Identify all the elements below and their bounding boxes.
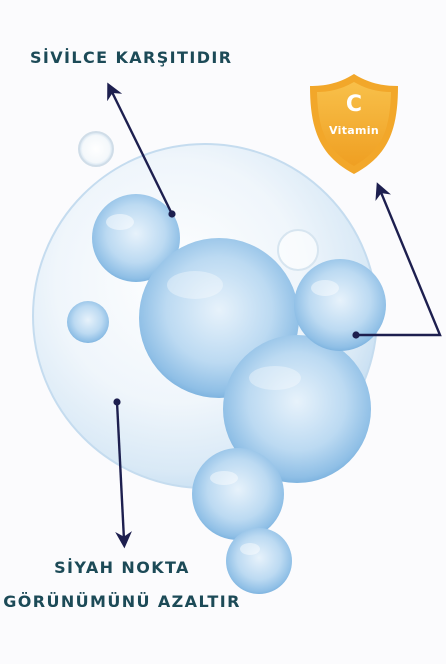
bubble-highlight <box>311 280 339 296</box>
bubble <box>223 335 371 483</box>
bubble <box>67 301 109 343</box>
acne-arrow-dot <box>168 210 176 218</box>
bubble-highlight <box>210 471 238 485</box>
small-ring-bubble <box>277 229 319 271</box>
blackhead-arrow-dot <box>113 398 121 406</box>
vitamin-arrow-dot <box>352 331 360 339</box>
acne-label: SİVİLCE KARŞITIDIR <box>30 48 233 67</box>
blackhead-arrow <box>115 401 132 549</box>
small-ring-bubble <box>78 131 114 167</box>
vitamin-c-badge: C Vitamin <box>308 72 400 176</box>
vitamin-arrow <box>356 182 442 337</box>
bubble-highlight <box>249 366 301 390</box>
bubble <box>192 448 284 540</box>
bubble-highlight <box>240 543 260 555</box>
bubble <box>226 528 292 594</box>
badge-word: Vitamin <box>329 124 379 137</box>
bubble-highlight <box>167 271 223 299</box>
acne-arrow <box>107 82 174 215</box>
bubble <box>294 259 386 351</box>
blackhead-label-line1: SİYAH NOKTA <box>54 558 190 577</box>
badge-letter: C <box>345 92 363 117</box>
shield-icon <box>310 74 398 174</box>
blackhead-label-line2: GÖRÜNÜMÜNÜ AZALTIR <box>3 592 241 611</box>
bubble-highlight <box>106 214 134 230</box>
